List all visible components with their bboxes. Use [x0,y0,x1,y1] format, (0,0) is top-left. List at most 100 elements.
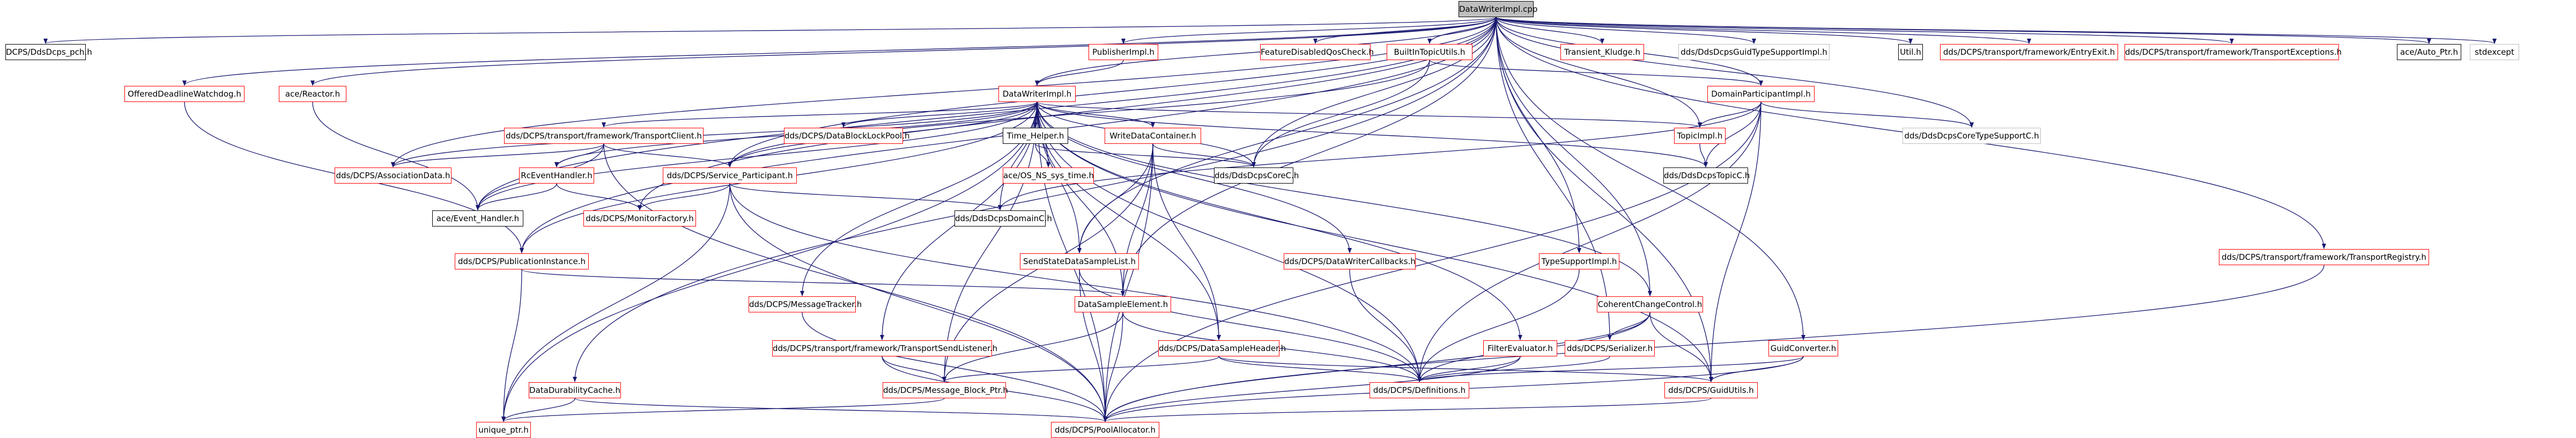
node-write-data-container[interactable]: WriteDataContainer.h [1105,128,1201,144]
edge-built-in-topic-utils-to-domain-participant-impl [1429,60,1763,86]
edge-transport-send-listener-to-message-block-ptr [882,356,946,382]
edge-data-sample-element-to-pool-allocator [1103,312,1123,422]
node-dds-dcps-domain-c[interactable]: dds/DdsDcpsDomainC.h [954,210,1052,227]
node-dds-dcps-core-type-support-c[interactable]: dds/DdsDcpsCoreTypeSupportC.h [1903,128,2041,144]
edge-built-in-topic-utils-to-service-participant [728,60,1430,167]
node-data-writer-impl-h[interactable]: DataWriterImpl.h [998,86,1076,102]
node-dds-dcps-core-c[interactable]: dds/DdsDcpsCoreC.h [1214,167,1299,184]
edge-data-writer-impl-h-to-guid-utils [1037,101,1713,382]
edge-send-state-data-sample-list-to-pool-allocator [1079,269,1107,422]
edge-data-writer-impl-h-to-topic-impl [1037,101,1702,128]
edge-publication-instance-to-data-sample-element [521,269,1125,296]
edge-service-participant-to-pool-allocator [729,183,1107,422]
node-unique-ptr[interactable]: unique_ptr.h [476,422,531,438]
edge-message-tracker-to-pool-allocator [802,312,1107,422]
node-definitions[interactable]: dds/DCPS/Definitions.h [1370,382,1469,398]
node-dds-dcps-guid-type-support-impl[interactable]: dds/DdsDcpsGuidTypeSupportImpl.h [1678,44,1830,60]
edge-publication-instance-to-unique-ptr [501,269,522,422]
node-data-durability-cache[interactable]: DataDurabilityCache.h [529,382,621,398]
edge-domain-participant-impl-to-dds-dcps-domain-c [998,101,1761,210]
edge-coherent-change-control-to-serializer [1608,312,1650,340]
edge-transport-client-to-association-data [391,143,604,167]
node-type-support-impl[interactable]: TypeSupportImpl.h [1539,253,1619,269]
node-serializer[interactable]: dds/DCPS/Serializer.h [1565,340,1655,356]
edge-service-participant-to-dds-dcps-domain-c [729,183,1002,210]
edge-filter-evaluator-to-pool-allocator [1103,356,1521,422]
node-service-participant[interactable]: dds/DCPS/Service_Participant.h [663,167,797,184]
node-feature-disabled-qos-check[interactable]: FeatureDisabledQosCheck.h [1260,44,1374,60]
edge-data-sample-header-to-definitions [1218,356,1422,382]
edge-data-durability-cache-to-unique-ptr [501,398,575,422]
edge-transport-client-to-service-participant [603,143,732,167]
edge-type-support-impl-to-definitions [1417,269,1580,382]
edge-guid-utils-to-pool-allocator [1103,398,1712,422]
edge-ace-reactor-to-ace-event-handler [312,101,480,210]
node-ace-reactor[interactable]: ace/Reactor.h [279,86,346,102]
edge-data-writer-impl-h-to-data-sample-header [1037,101,1221,340]
node-data-writer-callbacks[interactable]: dds/DCPS/DataWriterCallbacks.h [1284,253,1416,269]
edge-topic-impl-to-dds-dcps-topic-c [1699,143,1708,167]
edge-data-writer-impl-cpp-to-association-data [391,17,1497,167]
node-offered-deadline-watchdog[interactable]: OfferedDeadlineWatchdog.h [124,86,245,102]
node-ace-event-handler[interactable]: ace/Event_Handler.h [432,210,523,227]
node-data-block-lock-pool[interactable]: dds/DCPS/DataBlockLockPool.h [784,128,909,144]
edge-data-writer-impl-cpp-to-dds-dcps-pch [44,17,1497,44]
node-transient-kludge[interactable]: Transient_Kludge.h [1560,44,1644,60]
edge-transport-client-to-rc-event-handler [554,143,604,167]
node-publisher-impl[interactable]: PublisherImpl.h [1089,44,1158,60]
edge-data-writer-impl-h-to-data-block-lock-pool [841,101,1038,128]
edge-write-data-container-to-data-sample-header [1152,143,1221,340]
edge-message-block-ptr-to-unique-ptr [501,398,945,422]
node-ace-auto-ptr[interactable]: ace/Auto_Ptr.h [2397,44,2461,60]
node-send-state-data-sample-list[interactable]: SendStateDataSampleList.h [1020,253,1139,269]
edge-data-writer-impl-cpp-to-entry-exit [1496,17,2031,44]
node-message-tracker[interactable]: dds/DCPS/MessageTracker.h [749,296,862,312]
node-data-sample-header[interactable]: dds/DCPS/DataSampleHeader.h [1158,340,1286,356]
node-message-block-ptr[interactable]: dds/DCPS/Message_Block_Ptr.h [883,382,1008,398]
edge-data-writer-impl-cpp-to-dds-dcps-core-c [1252,17,1497,167]
node-pool-allocator[interactable]: dds/DCPS/PoolAllocator.h [1051,422,1159,438]
edge-data-writer-impl-h-to-ace-event-handler [476,101,1038,210]
edge-write-data-container-to-data-sample-element [1121,143,1153,296]
node-topic-impl[interactable]: TopicImpl.h [1674,128,1726,144]
node-guid-utils[interactable]: dds/DCPS/GuidUtils.h [1664,382,1758,398]
node-dds-dcps-pch[interactable]: DCPS/DdsDcps_pch.h [5,44,92,60]
node-filter-evaluator[interactable]: FilterEvaluator.h [1483,340,1557,356]
node-dds-dcps-topic-c[interactable]: dds/DdsDcpsTopicC.h [1663,167,1750,184]
node-entry-exit[interactable]: dds/DCPS/transport/framework/EntryExit.h [1940,44,2118,60]
edge-service-participant-to-definitions [729,183,1422,382]
edge-data-writer-impl-cpp-to-guid-utils [1496,17,1713,382]
node-ace-os-ns-sys-time[interactable]: ace/OS_NS_sys_time.h [1003,167,1094,184]
node-domain-participant-impl[interactable]: DomainParticipantImpl.h [1707,86,1815,102]
edge-transport-client-to-pool-allocator [603,143,1107,422]
node-stdexcept[interactable]: stdexcept [2470,44,2519,60]
node-guid-converter[interactable]: GuidConverter.h [1768,340,1838,356]
node-built-in-topic-utils[interactable]: BuiltInTopicUtils.h [1387,44,1472,60]
node-rc-event-handler[interactable]: RcEventHandler.h [519,167,594,184]
edge-data-writer-impl-cpp-to-data-durability-cache [573,17,1497,382]
edge-data-writer-impl-cpp-to-serializer [1496,17,1612,340]
edge-serializer-to-definitions [1417,356,1610,382]
node-transport-exceptions[interactable]: dds/DCPS/transport/framework/TransportEx… [2125,44,2342,60]
node-coherent-change-control[interactable]: CoherentChangeControl.h [1597,296,1703,312]
node-transport-send-listener[interactable]: dds/DCPS/transport/framework/TransportSe… [772,340,997,356]
edge-data-writer-impl-cpp-to-coherent-change-control [1496,17,1652,296]
edge-guid-converter-to-definitions [1417,356,1804,382]
node-publication-instance[interactable]: dds/DCPS/PublicationInstance.h [455,253,589,269]
node-association-data[interactable]: dds/DCPS/AssociationData.h [335,167,451,184]
node-registry-h[interactable]: dds/DCPS/transport/framework/TransportRe… [2219,249,2429,265]
node-util[interactable]: Util.h [1898,44,1923,60]
node-transport-client[interactable]: dds/DCPS/transport/framework/TransportCl… [504,128,704,144]
edge-data-writer-impl-cpp-to-stdexcept [1496,17,2497,44]
edge-data-writer-impl-cpp-to-transport-exceptions [1496,17,2234,44]
node-data-sample-element[interactable]: DataSampleElement.h [1075,296,1171,312]
edge-data-writer-impl-cpp-to-publisher-impl [1121,17,1497,44]
edge-rc-event-handler-to-ace-event-handler [476,183,557,210]
edge-coherent-change-control-to-guid-utils [1649,312,1713,382]
node-time-helper[interactable]: Time_Helper.h [1003,128,1068,144]
edge-write-data-container-to-send-state-data-sample-list [1077,143,1153,253]
node-monitor-factory[interactable]: dds/DCPS/MonitorFactory.h [583,210,696,227]
edge-data-writer-impl-cpp-to-offered-deadline-watchdog [182,17,1497,86]
